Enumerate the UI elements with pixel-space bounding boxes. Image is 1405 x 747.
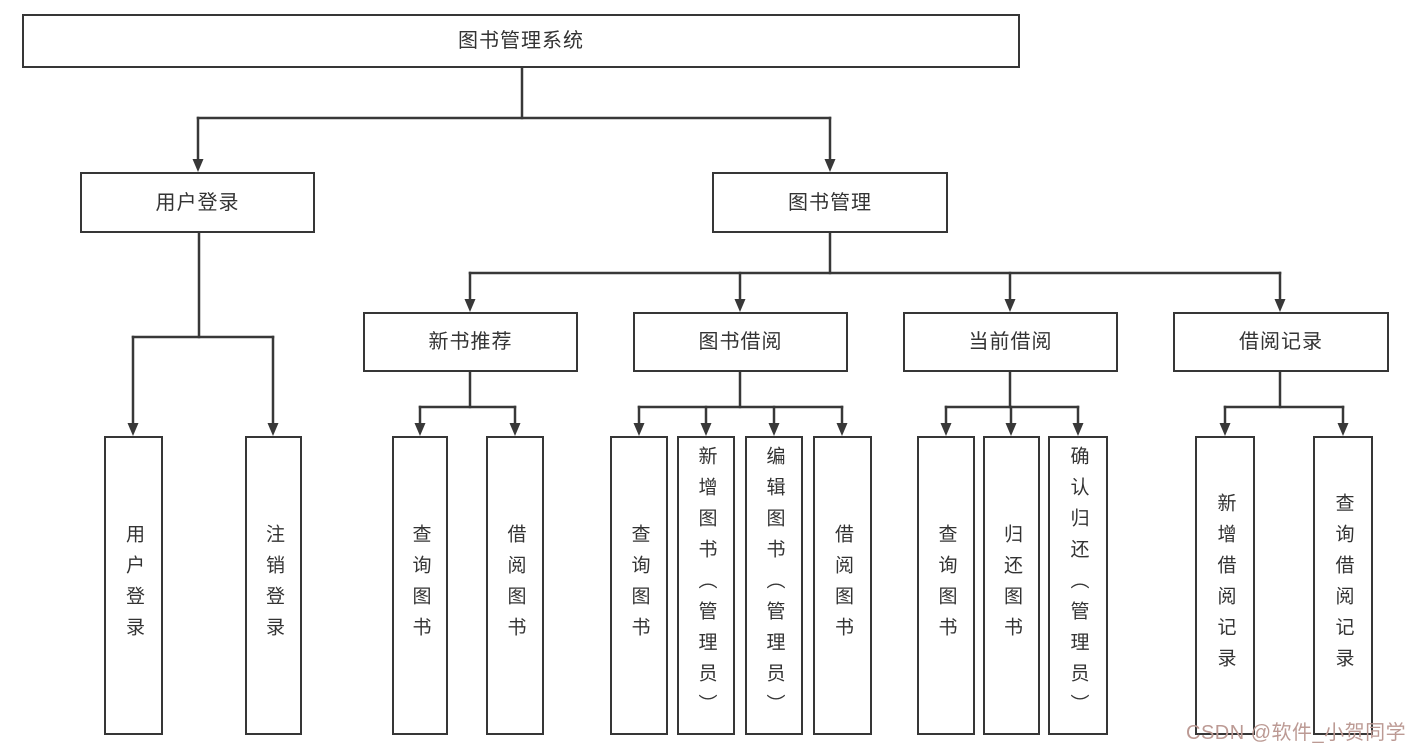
leaf-borrow-book-recommend: 借阅图书 [486,436,544,735]
leaf-return-book-label: 归还图书 [1001,523,1022,648]
leaf-search-book-current: 查询图书 [917,436,975,735]
node-book-mgmt-label: 图书管理 [788,191,872,214]
arrowheads [127,159,1349,436]
leaf-logout: 注销登录 [245,436,302,735]
leaf-search-book-current-label: 查询图书 [935,523,957,648]
leaf-borrow-book: 借阅图书 [813,436,872,735]
leaf-search-book-borrow-label: 查询图书 [628,523,650,648]
leaf-user-login: 用户登录 [104,436,163,735]
leaf-search-book-recommend-label: 查询图书 [409,523,431,648]
leaf-search-book-recommend: 查询图书 [392,436,448,735]
leaf-logout-label: 注销登录 [263,523,284,648]
node-borrow-records-label: 借阅记录 [1239,331,1323,353]
node-root-label: 图书管理系统 [458,30,584,52]
leaf-edit-book-admin-label: 编辑图书（管理员） [763,446,785,725]
node-root: 图书管理系统 [22,14,1020,68]
leaf-add-borrow-record-label: 新增借阅记录 [1214,492,1236,679]
node-user-login-label: 用户登录 [155,191,240,214]
leaf-search-book-borrow: 查询图书 [610,436,668,735]
leaf-return-book: 归还图书 [983,436,1040,735]
node-book-borrow-label: 图书借阅 [698,331,783,353]
leaf-search-borrow-record: 查询借阅记录 [1313,436,1373,735]
node-book-mgmt: 图书管理 [712,172,948,233]
node-current-borrow-label: 当前借阅 [968,331,1053,353]
watermark-text: CSDN @软件_小贺同学 [1186,722,1405,744]
node-current-borrow: 当前借阅 [903,312,1118,372]
node-new-book-recommend: 新书推荐 [363,312,578,372]
leaf-add-borrow-record: 新增借阅记录 [1195,436,1255,735]
leaf-borrow-book-label: 借阅图书 [832,523,853,648]
leaf-confirm-return-admin: 确认归还（管理员） [1048,436,1108,735]
leaf-add-book-admin-label: 新增图书（管理员） [695,446,717,725]
node-user-login: 用户登录 [80,172,315,233]
node-borrow-records: 借阅记录 [1173,312,1389,372]
node-new-book-recommend-label: 新书推荐 [428,331,513,353]
leaf-edit-book-admin: 编辑图书（管理员） [745,436,803,735]
leaf-borrow-book-recommend-label: 借阅图书 [504,523,526,648]
node-book-borrow: 图书借阅 [633,312,848,372]
leaf-add-book-admin: 新增图书（管理员） [677,436,735,735]
leaf-confirm-return-admin-label: 确认归还（管理员） [1067,446,1089,725]
leaf-search-borrow-record-label: 查询借阅记录 [1332,492,1354,679]
leaf-user-login-label: 用户登录 [123,523,144,648]
